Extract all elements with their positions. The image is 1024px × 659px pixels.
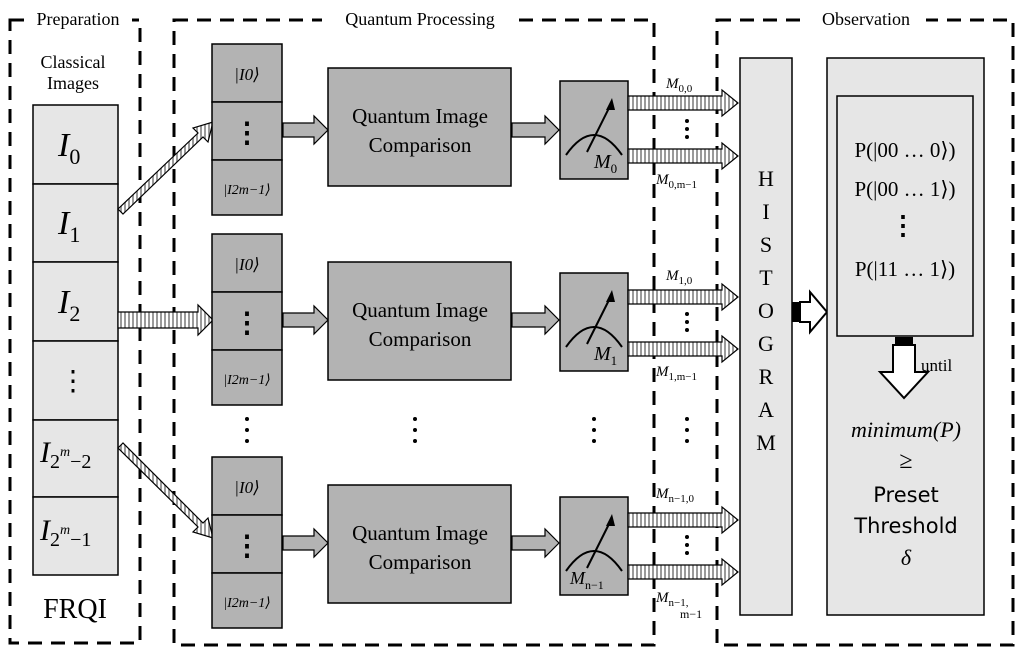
meter-1-label: M1 (593, 343, 617, 368)
probability-0: P(|00 … 0⟩) (854, 138, 955, 162)
probability-box (836, 95, 974, 337)
preparation-title: Preparation (37, 9, 120, 29)
image-label-2: I2 (57, 284, 80, 326)
condition-line4: Threshold (853, 514, 958, 538)
processing-rows: |I0⟩ ⋮ |I2m−1⟩ |I0⟩ ⋮ |I2m−1⟩ |I0⟩ ⋮ |I2… (211, 43, 689, 629)
comparison-boxes (327, 67, 512, 604)
svg-text:T: T (759, 265, 773, 290)
register2-dots: ⋮ (233, 531, 261, 562)
register0-first: |I0⟩ (234, 65, 259, 84)
comparison-to-meter-arrows (511, 114, 560, 559)
comparison-box-1 (327, 261, 512, 381)
image-label-0: I0 (57, 127, 80, 169)
meas-label-1-bottom: M1,m−1 (655, 364, 697, 383)
svg-text:G: G (758, 331, 774, 356)
probability-2: P(|11 … 1⟩) (855, 257, 955, 281)
probability-dots: ⋮ (890, 211, 916, 240)
register1-first: |I0⟩ (234, 255, 259, 274)
meter-1: M1 (559, 272, 629, 372)
register0-dots: ⋮ (233, 118, 261, 149)
classical-images-line2: Images (47, 73, 99, 93)
arrow-i2-to-row1 (117, 303, 214, 337)
svg-text:R: R (759, 364, 774, 389)
register-row2 (211, 456, 283, 629)
meas-label-0-bottom: M0,m−1 (655, 172, 697, 191)
svg-text:I: I (762, 199, 769, 224)
svg-text:O: O (758, 298, 774, 323)
meas-label-2-top: Mn−1,0 (655, 486, 694, 505)
histogram-letters: H I S T O G R A M (756, 166, 776, 455)
svg-text:A: A (758, 397, 774, 422)
meas-label-1-top: M1,0 (665, 268, 693, 287)
meter-0: M0 (559, 80, 629, 180)
image-label-1: I1 (57, 205, 80, 247)
meas-label-2-bottom: Mn−1, (655, 590, 689, 609)
comparison1-line2: Comparison (369, 327, 472, 351)
image-label-4: I2m−2 (39, 436, 91, 473)
register-to-comparison-arrows (282, 114, 329, 559)
condition-line2: ≥ (899, 448, 912, 474)
svg-text:M: M (756, 430, 776, 455)
meter-2: Mn−1 (559, 496, 629, 596)
meas-label-0-top: M0,0 (665, 76, 693, 95)
until-arrow (877, 337, 931, 400)
frqi-label: FRQI (43, 594, 107, 625)
comparison-box-2 (327, 484, 512, 604)
comparison0-line2: Comparison (369, 133, 472, 157)
svg-text:S: S (760, 232, 772, 257)
image-label-dots: ⋮ (59, 366, 87, 397)
comparison0-line1: Quantum Image (352, 104, 488, 128)
histogram-to-observation-arrow (792, 289, 829, 335)
arrow-i1-to-row0 (117, 121, 214, 215)
register1-dots: ⋮ (233, 308, 261, 339)
register2-first: |I0⟩ (234, 478, 259, 497)
register1-last: |I2m−1⟩ (223, 373, 271, 388)
comparison1-line1: Quantum Image (352, 298, 488, 322)
arrow-i2m2-to-row2 (117, 442, 214, 539)
comparison-box-0 (327, 67, 512, 187)
probability-1: P(|00 … 1⟩) (854, 177, 955, 201)
image-label-5: I2m−1 (39, 514, 91, 551)
meter-2-label: Mn−1 (569, 568, 604, 592)
processing-title: Quantum Processing (345, 9, 494, 29)
condition-line1: minimum(P) (851, 417, 961, 442)
svg-text:H: H (758, 166, 774, 191)
until-label: until (921, 356, 952, 375)
meter-0-label: M0 (593, 151, 617, 176)
register0-last: |I2m−1⟩ (223, 183, 271, 198)
meter-2-dial-icon (565, 550, 623, 572)
input-arrows (117, 121, 214, 539)
row-ellipsis (245, 417, 689, 443)
register-row1 (211, 233, 283, 406)
observation-title: Observation (822, 9, 910, 29)
measurement-arrows (627, 88, 739, 587)
image-stack (32, 104, 119, 576)
preparation-frame (8, 18, 142, 645)
register-row0 (211, 43, 283, 216)
meter-1-dial-icon (565, 326, 623, 348)
classical-images-line1: Classical (41, 52, 106, 72)
measurement-dots (685, 119, 689, 555)
register2-last: |I2m−1⟩ (223, 596, 271, 611)
meter-0-dial-icon (565, 134, 623, 156)
comparison2-line2: Comparison (369, 550, 472, 574)
condition-line5: δ (901, 545, 912, 570)
histogram-box (739, 57, 793, 616)
comparison2-line1: Quantum Image (352, 521, 488, 545)
meas-label-2-bottom-line2: m−1 (680, 607, 702, 621)
condition-line3: Preset (873, 483, 938, 507)
